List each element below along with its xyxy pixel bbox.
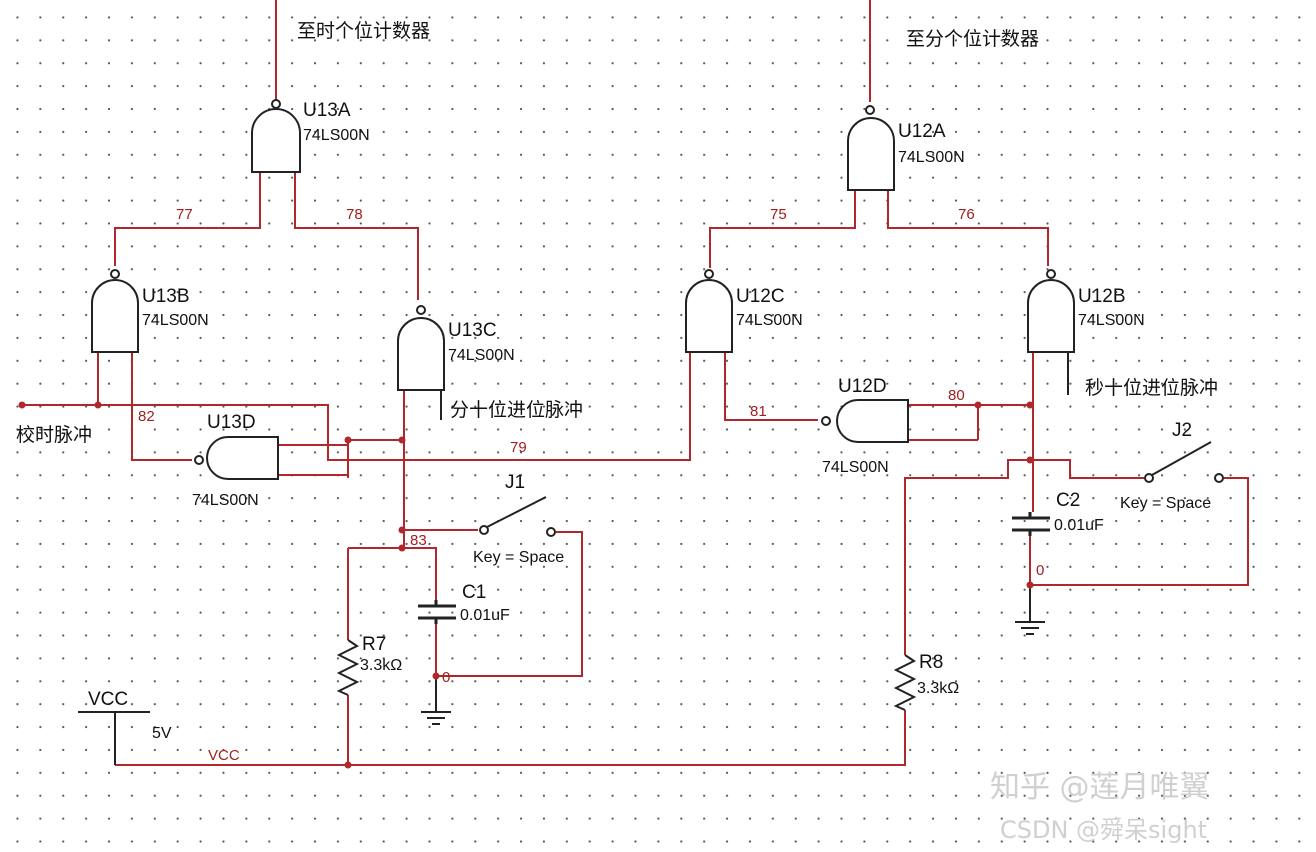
junctions (18, 401, 1034, 769)
ref-vcc: VCC (88, 689, 128, 710)
value-r8: 3.3kΩ (917, 680, 959, 697)
ref-c1: C1 (462, 582, 486, 603)
gate-u13a (251, 99, 301, 173)
key-j1: Key = Space (473, 549, 564, 566)
model-u13b: 74LS00N (142, 312, 209, 329)
value-c1: 0.01uF (460, 607, 510, 624)
label-minute-tens-carry: 分十位进位脉冲 (450, 399, 583, 421)
component-leads (78, 352, 1069, 765)
switch-j1 (479, 496, 556, 537)
label-to-minute-units: 至分个位计数器 (906, 28, 1039, 50)
ref-r7: R7 (362, 634, 386, 655)
capacitor-c2 (1012, 512, 1050, 536)
resistor-r8 (893, 654, 917, 711)
net-label: 77 (176, 206, 193, 223)
ref-u13a: U13A (303, 100, 351, 121)
watermark-line2: CSDN @舜呆sight (1000, 816, 1207, 844)
gate-u13d (194, 436, 279, 480)
capacitor-c1 (418, 600, 456, 624)
model-u12a: 74LS00N (898, 149, 965, 166)
watermark-line1: 知乎 @莲月唯翼 (990, 770, 1210, 805)
ref-u13c: U13C (448, 320, 497, 341)
ref-c2: C2 (1056, 490, 1080, 511)
model-u12d: 74LS00N (822, 459, 889, 476)
key-j2: Key = Space (1120, 495, 1211, 512)
net-label: 80 (948, 387, 965, 404)
ref-u12b: U12B (1078, 286, 1126, 307)
model-u13c: 74LS00N (448, 347, 515, 364)
resistor-r7 (336, 639, 360, 696)
gate-u12a (847, 105, 895, 191)
ground-icon (1015, 621, 1045, 635)
gate-u13b (91, 269, 139, 353)
gate-u12c (685, 269, 733, 353)
gate-u13c (397, 305, 445, 391)
ref-j1: J1 (505, 472, 525, 493)
ref-u13d: U13D (207, 412, 256, 433)
ref-u13b: U13B (142, 286, 190, 307)
net-label: 78 (346, 206, 363, 223)
value-vcc: 5V (152, 725, 172, 742)
net-label: 82 (138, 408, 155, 425)
model-u12c: 74LS00N (736, 312, 803, 329)
ref-j2: J2 (1172, 420, 1192, 441)
ref-u12d: U12D (838, 376, 887, 397)
net-label: 79 (510, 439, 527, 456)
model-u13d: 74LS00N (192, 492, 259, 509)
gate-u12b (1027, 269, 1075, 353)
label-to-hour-units: 至时个位计数器 (297, 20, 430, 42)
gate-u12d (821, 399, 909, 443)
wires (22, 0, 1249, 766)
switch-j2 (1144, 441, 1224, 483)
label-hour-set-pulse: 校时脉冲 (16, 424, 92, 446)
ref-r8: R8 (919, 652, 943, 673)
net-label: 83 (410, 532, 427, 549)
ref-u12c: U12C (736, 286, 785, 307)
model-u12b: 74LS00N (1078, 312, 1145, 329)
net-label: 81 (750, 403, 767, 420)
net-label: 0 (442, 669, 450, 686)
ground-icon (421, 711, 451, 725)
net-label: 76 (958, 206, 975, 223)
model-u13a: 74LS00N (303, 127, 370, 144)
value-c2: 0.01uF (1054, 517, 1104, 534)
net-label: 75 (770, 206, 787, 223)
net-label: VCC (208, 747, 240, 764)
net-label: 0 (1036, 562, 1044, 579)
ref-u12a: U12A (898, 121, 946, 142)
value-r7: 3.3kΩ (360, 657, 402, 674)
label-second-tens-carry: 秒十位进位脉冲 (1085, 377, 1218, 399)
